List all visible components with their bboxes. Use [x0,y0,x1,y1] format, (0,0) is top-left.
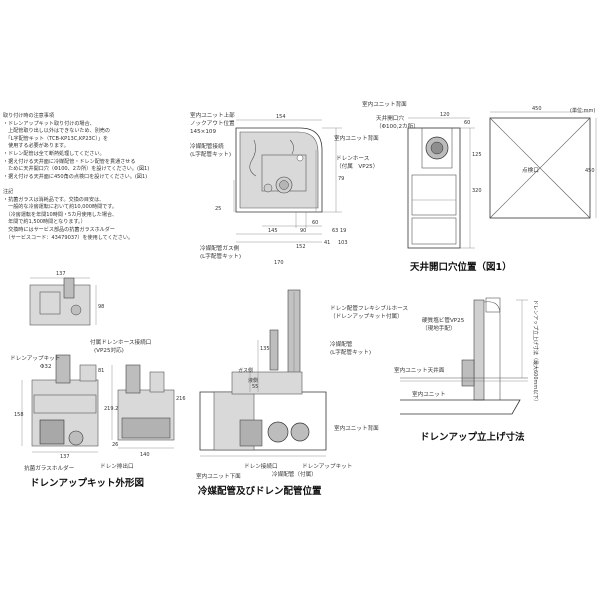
top-view-drawing [233,119,342,243]
note-line: ・据え付ける天井面に450角の点検口を設けてください。(図1) [3,173,148,180]
label-flex: ドレン配管フレキシブルホース [330,304,408,312]
drain-kit-front-drawing [21,354,99,453]
dim-26: 26 [112,442,118,448]
note-line: ・据え付ける天井面に冷媒配管・ドレン配管を貫通させる [3,158,136,165]
label-drain-hose2: （付属 VP25） [336,162,378,170]
dim-90: 90 [300,228,306,234]
label-drain-hose: ドレンホース [336,155,370,162]
label-kit-hose: 付属ドレンホース接続口 [90,338,151,346]
dim-320: 320 [472,188,482,194]
label-piping-kit: ドレンアップキット [302,463,352,470]
dim-41: 41 [324,240,330,246]
dim-216: 216 [176,396,186,402]
note-line: ために天井開口穴（Φ100、2カ所）を設けてください。(図1) [3,166,150,173]
dim-450a: 450 [532,106,542,112]
label-piping-back: 室内ユニット背面 [334,424,379,432]
label-knockout2: ノックアウト位置 [190,119,235,127]
label-kit-name: ドレンアップキット [10,355,60,362]
label-height: ドレンアップ立上げ寸法（最大600mm以下） [532,300,539,404]
label-kit-outlet: ドレン排出口 [100,462,134,470]
label-kit-phi: Φ32 [40,364,52,370]
dim-450b: 450 [585,168,595,174]
dim-60b: 60 [464,120,470,126]
dim-63: 63 [332,228,338,234]
dim-219: 219.2 [104,406,118,412]
dim-152: 152 [296,244,306,250]
title-drain-kit: ドレンアップキット外形図 [30,477,144,489]
label-pvc2: （現地手配） [422,324,456,332]
label-kit-holder: 抗菌ガラスホルダー [24,464,75,472]
drain-up-drawing [400,297,528,415]
dim-125: 125 [472,152,482,158]
note-line: 一般的な冷房運転において約10,000時間です。 [3,204,117,211]
note-line: ・ドレン配管は全て断熱処理してください。 [3,150,105,157]
label-back: 室内ユニット背面 [334,134,379,142]
ceiling-back-drawing [407,117,475,249]
dim-79: 79 [338,176,344,182]
note-line: 取り付け時の注意事項 [3,113,54,119]
label-unit: (単位:mm) [570,107,595,114]
ceiling-opening-square [489,111,597,219]
title-drain-up: ドレンアップ立上げ寸法 [420,431,525,443]
dim-25: 25 [215,206,221,212]
label-kit-hose2: (VP25対応) [94,346,124,354]
label-unit-face: 室内ユニット [412,390,446,398]
note-line: 上配管取り出し以外はできないため、別売の [3,128,110,135]
piping-drawing [199,289,327,457]
label-ceiling-hole2: （Φ100,2カ所） [376,122,419,130]
dim-55: 55 [252,384,258,390]
label-gas-side: ガス側 [238,367,253,374]
notes-block: 取り付け時の注意事項 ・ドレンアップキット取り付けの場合、 上配管取り出し以外は… [3,113,171,242]
dim-98: 98 [98,304,104,310]
label-refrig-l2: (L字配管キット) [190,150,231,158]
label-flex2: （ドレンアップキット付属） [330,312,403,320]
label-refrig-l: 冷媒配管接続 [190,142,224,150]
label-refrig2: (L字配管キット) [330,348,371,356]
note-line: 使用する必要があります。 [3,143,69,150]
dim-60: 60 [312,220,318,226]
drain-kit-side-drawing [111,364,175,449]
note-line: ・ドレンアップキット取り付けの場合、 [3,120,95,127]
label-ceiling-back: 室内ユニット背面 [362,100,407,108]
label-liquid-side: 液側 [248,377,258,384]
dim-137b: 137 [60,454,70,460]
label-knockout3: 145×109 [190,129,216,135]
label-refpipe: 冷媒配管（付属） [272,470,317,478]
label-inspect: 点検口 [522,166,539,174]
dim-140: 140 [140,452,150,458]
note-line: 注記 [3,188,14,195]
label-pvc: 硬質塩ビ管VP25 [422,316,465,324]
dim-154: 154 [276,114,286,120]
title-ceiling-opening: 天井開口穴位置（図1） [410,261,512,273]
note-line: 交換時にはサービス部品の抗菌ガラスホルダー [3,226,115,233]
note-line: 年間で約1,500時間となります。） [3,219,86,226]
label-ceiling-hole: 天井開口穴 [376,114,404,122]
dim-103: 103 [338,240,348,246]
title-piping: 冷媒配管及びドレン配管位置 [198,485,322,497]
drain-kit-upper-drawing [29,277,97,326]
note-line: （サービスコード：43479037）を使用してください。 [3,234,134,241]
label-ceiling-face: 室内ユニット天井面 [394,366,445,374]
label-gas: 冷媒配管ガス側 [200,244,240,252]
dim-120: 120 [440,112,450,118]
dim-137a: 137 [56,271,66,277]
note-line: ・抗菌ガラスは消耗品です。交換の目安は、 [3,196,105,203]
dim-135: 135 [260,346,270,352]
dim-19: 19 [340,228,346,234]
label-gas2: (L字配管キット) [200,252,241,260]
label-knockout: 室内ユニット上部 [190,111,235,119]
note-line: （冷房運転を年間10時間・5カ月使用した場合、 [3,211,118,218]
dim-170: 170 [274,260,284,266]
label-bottom: 室内ユニット下面 [196,472,241,480]
label-drainport: ドレン接続口 [244,462,278,470]
label-refrig: 冷媒配管 [330,340,353,348]
dim-145: 145 [268,228,278,234]
note-line: 「L字配管キット（TCB-KP13C,KP23C）」を [3,135,109,142]
dim-81: 81 [98,368,104,374]
dim-158: 158 [14,412,24,418]
